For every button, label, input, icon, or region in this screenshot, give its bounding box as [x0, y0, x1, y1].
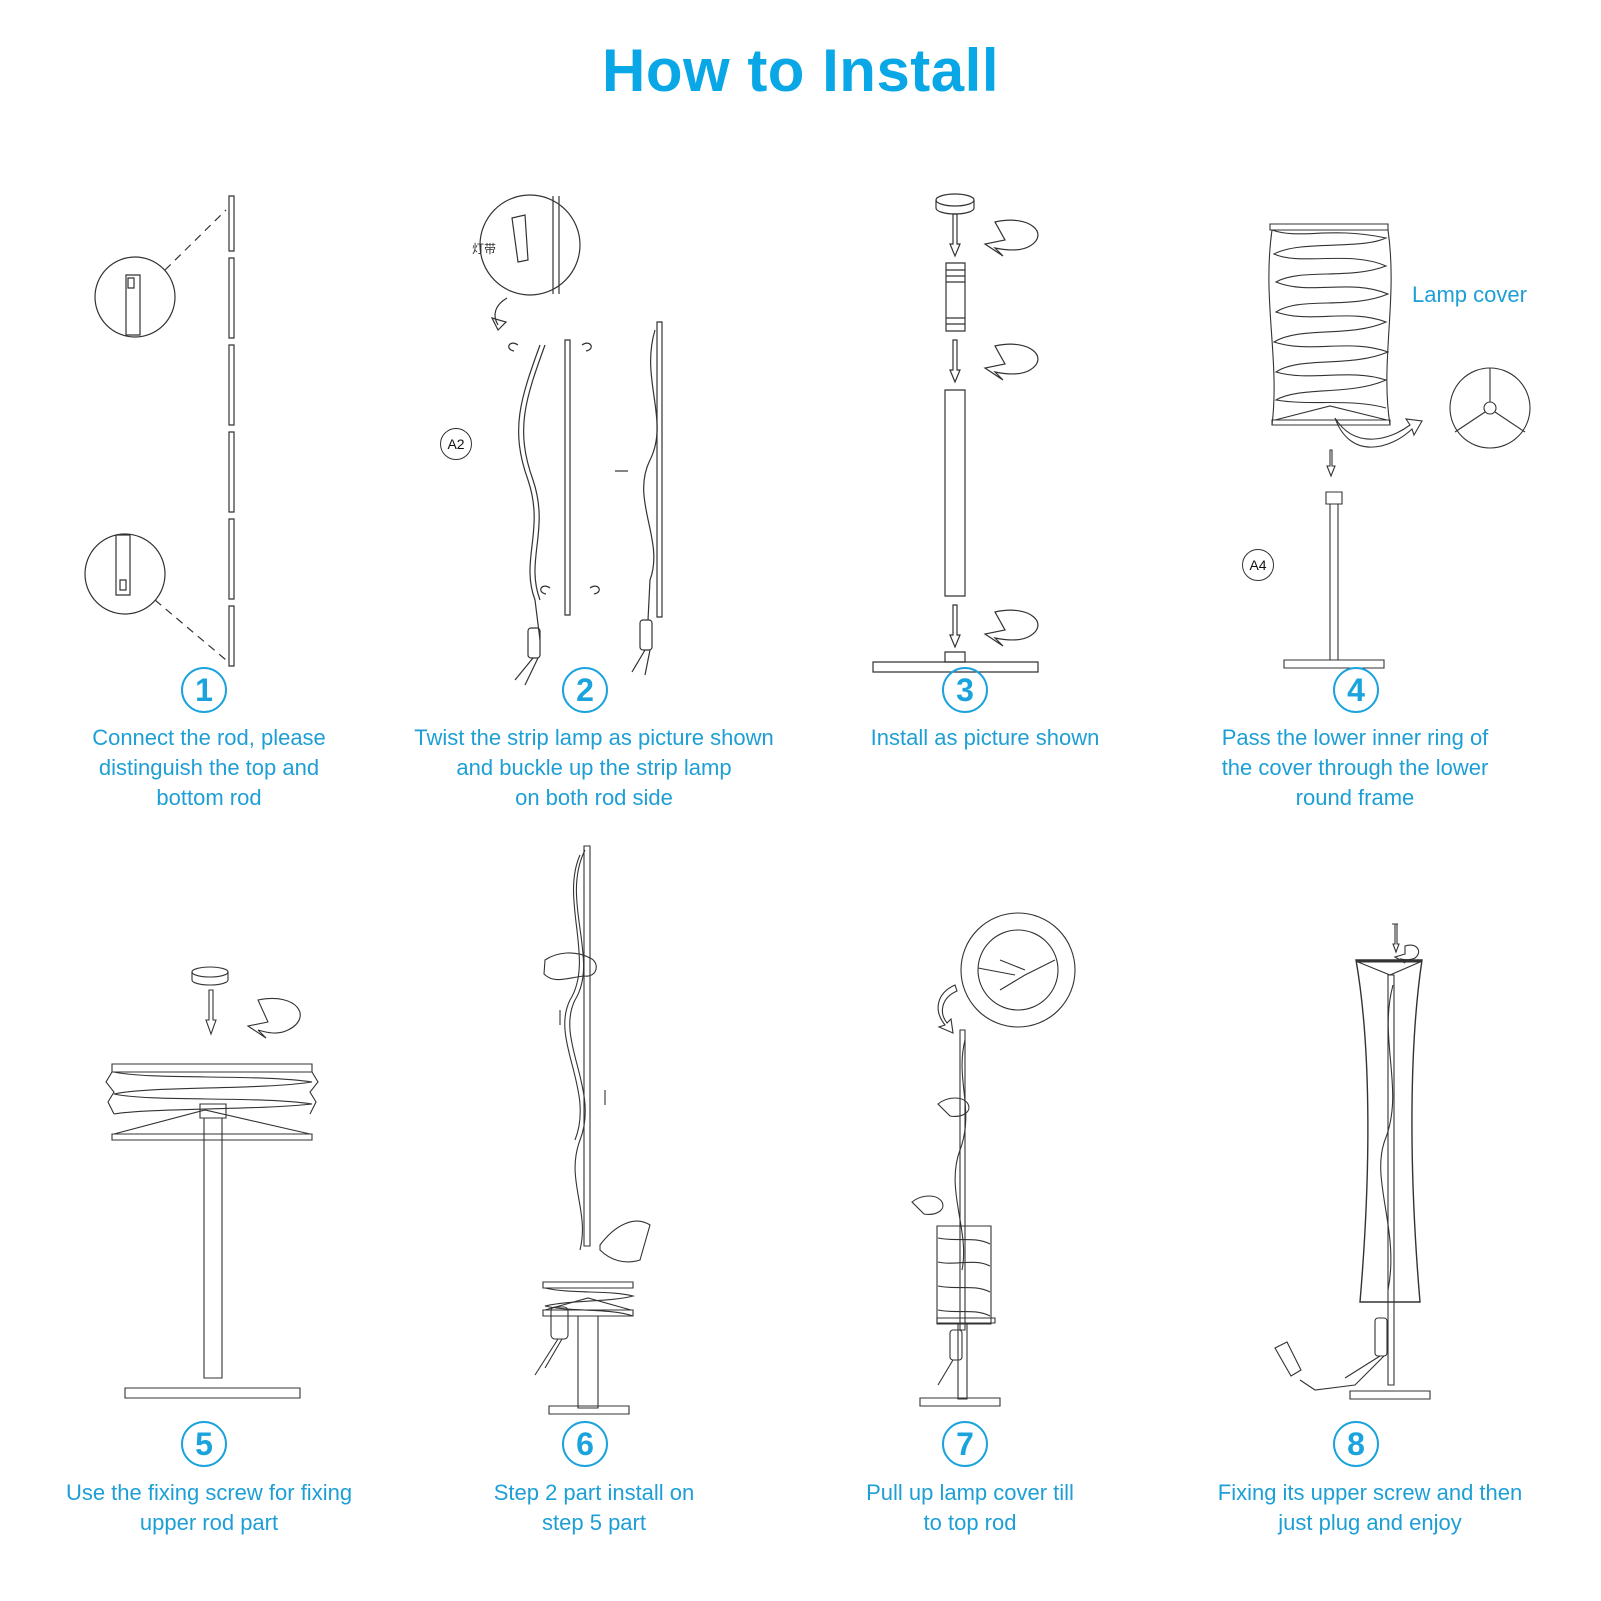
step-1-line-2: distinguish the top and	[98, 755, 320, 780]
step-4-description: Pass the lower inner ring of the cover t…	[1222, 723, 1489, 813]
step-2-line-1: Twist the strip lamp as picture shown	[414, 725, 774, 750]
step-7-line-1: Pull up lamp cover till	[866, 1480, 1074, 1505]
step-4-line-2: the cover through the lower	[1221, 755, 1489, 780]
page-title: How to Install	[602, 37, 999, 104]
step-5-line-2: upper rod part	[139, 1510, 279, 1535]
step-8-line-1: Fixing its upper screw and then	[1217, 1480, 1523, 1505]
step-3-description: Install as picture shown	[871, 723, 1100, 753]
step-2-description: Twist the strip lamp as picture shown an…	[414, 723, 773, 813]
step-8-line-2: just plug and enjoy	[1278, 1510, 1462, 1535]
step-8-description: Fixing its upper screw and then just plu…	[1218, 1478, 1523, 1538]
step-5-number: 5	[181, 1421, 227, 1467]
step-2-line-3: on both rod side	[515, 785, 673, 810]
tag-a4: A4	[1242, 549, 1274, 581]
step-1-line-1: Connect the rod, please	[92, 725, 326, 750]
step-1-number: 1	[181, 667, 227, 713]
step-3-number: 3	[942, 667, 988, 713]
step-2-number: 2	[562, 667, 608, 713]
step-7-line-2: to top rod	[923, 1510, 1017, 1535]
step-4-number: 4	[1333, 667, 1379, 713]
step-5-line-1: Use the fixing screw for fixing	[65, 1480, 353, 1505]
step-6-number: 6	[562, 1421, 608, 1467]
strip-label-cjk: 灯带	[472, 242, 497, 256]
step-1-description: Connect the rod, please distinguish the …	[92, 723, 326, 813]
step-6-line-1: Step 2 part install on	[493, 1480, 695, 1505]
step-8-number: 8	[1333, 1421, 1379, 1467]
step-2-line-2: and buckle up the strip lamp	[456, 755, 732, 780]
step-1-line-3: bottom rod	[156, 785, 262, 810]
tag-a2: A2	[440, 428, 472, 460]
step-6-line-2: step 5 part	[542, 1510, 646, 1535]
step-4-line-1: Pass the lower inner ring of	[1221, 725, 1489, 750]
step-4-line-3: round frame	[1295, 785, 1415, 810]
step-7-description: Pull up lamp cover till to top rod	[866, 1478, 1074, 1538]
step-6-description: Step 2 part install on step 5 part	[494, 1478, 695, 1538]
step-7-number: 7	[942, 1421, 988, 1467]
lamp-cover-label: Lamp cover	[1412, 282, 1527, 307]
step-5-description: Use the fixing screw for fixing upper ro…	[66, 1478, 352, 1538]
step-3-line-1: Install as picture shown	[870, 725, 1100, 750]
